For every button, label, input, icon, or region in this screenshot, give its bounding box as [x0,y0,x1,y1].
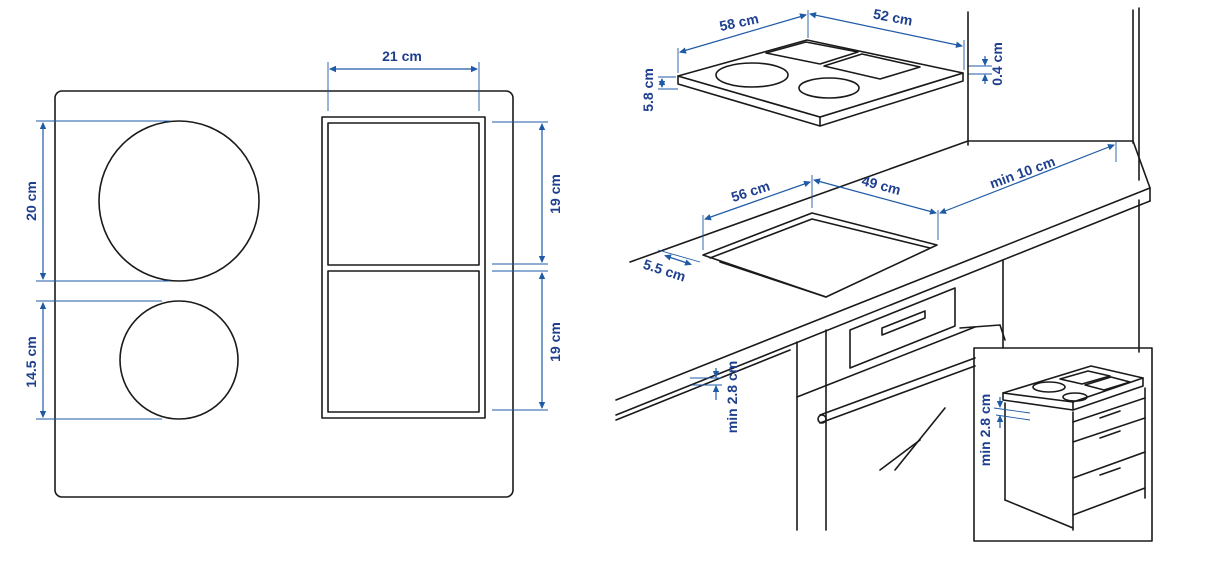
dim-21cm: 21 cm [327,48,480,111]
dim-0-4cm: 0.4 cm [968,42,1005,86]
dim-52cm: 52 cm [808,5,965,70]
dim-min-2-8cm-inset: min 2.8 cm [977,394,1031,466]
label-19cm-upper: 19 cm [547,174,563,214]
dim-19cm-lower: 19 cm [492,270,563,411]
dim-min-10cm: min 10 cm [937,140,1117,217]
label-56cm: 56 cm [729,178,772,205]
dim-14-5cm: 14.5 cm [23,300,162,420]
large-cooking-zone [98,120,260,282]
inset-drawer-cabinet [973,347,1153,542]
label-5-8cm: 5.8 cm [640,68,656,112]
label-19cm-lower: 19 cm [547,322,563,362]
dim-19cm-upper: 19 cm [492,121,563,265]
kitchen-countertop-view [615,7,1151,531]
label-min-10cm: min 10 cm [987,153,1057,191]
dim-20cm: 20 cm [23,120,170,282]
label-20cm: 20 cm [23,181,39,221]
hob-glass-outline [54,90,514,498]
bridge-zone-upper [327,122,480,266]
label-14-5cm: 14.5 cm [23,336,39,387]
small-cooking-zone [119,300,239,420]
bridge-zone-lower [327,270,480,413]
label-52cm: 52 cm [872,5,914,28]
label-0-4cm: 0.4 cm [989,42,1005,86]
dim-5-8cm: 5.8 cm [640,68,678,112]
label-min-2-8cm-countertop: min 2.8 cm [724,361,740,433]
label-min-2-8cm-inset: min 2.8 cm [977,394,993,466]
bridge-zone-frame [321,116,486,419]
hob-3d-view [677,39,964,127]
label-21cm: 21 cm [382,48,422,64]
dim-min-2-8cm-countertop: min 2.8 cm [690,361,740,433]
hob-top-view: 21 cm 20 cm 14.5 cm 19 cm [23,48,563,498]
label-5-5cm: 5.5 cm [641,256,687,285]
